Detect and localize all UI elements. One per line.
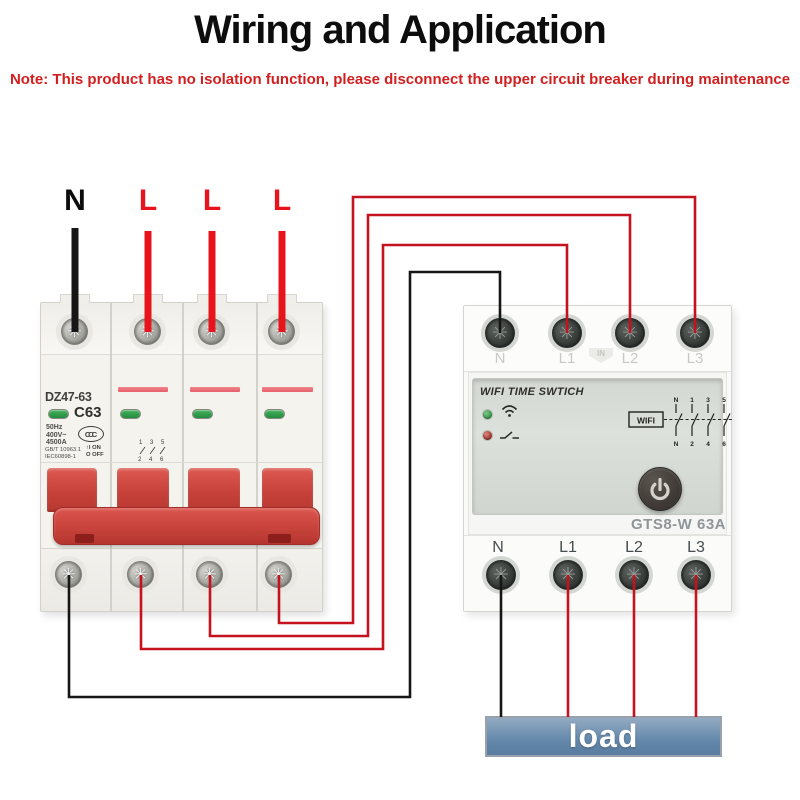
- pole-numbering-schematic: 1 3 5 2 4 6: [138, 440, 167, 463]
- ccc-cert-logo: CCC: [78, 426, 104, 442]
- terminal-label-bottom-l1: L1: [559, 539, 577, 556]
- terminal-screw: [61, 318, 88, 345]
- terminal-label-bottom-n: N: [492, 539, 504, 556]
- indicator-window: [264, 409, 285, 419]
- power-icon: [650, 477, 670, 501]
- indicator-window: [120, 409, 141, 419]
- terminal-screw: [681, 560, 711, 590]
- svg-text:WIFI: WIFI: [637, 416, 655, 426]
- terminal-screw: [265, 561, 292, 588]
- svg-text:5: 5: [722, 397, 726, 404]
- wifi-icon: [501, 405, 518, 417]
- spec-line: 400V~: [46, 431, 67, 439]
- toggle-lever: [117, 468, 169, 512]
- pole-switch-strokes: [139, 446, 166, 455]
- pole-stripe: [262, 387, 313, 392]
- terminal-label-top-l1: L1: [558, 350, 576, 367]
- standard-line: GB/T 10963.1: [45, 447, 81, 453]
- wiring-schematic: WIFI N 1 3 5 N 2 4 6: [628, 397, 732, 448]
- svg-text:N: N: [674, 441, 679, 448]
- svg-text:N: N: [674, 397, 679, 404]
- feed-label-live-3: L: [272, 184, 292, 217]
- svg-text:4: 4: [706, 441, 710, 448]
- toggle-lever: [188, 468, 240, 512]
- spec-line: 50Hz: [46, 424, 63, 431]
- indicator-window: [48, 409, 69, 419]
- terminal-screw: [485, 318, 515, 348]
- terminal-screw: [615, 318, 645, 348]
- feed-label-neutral: N: [64, 184, 86, 217]
- toggle-lever: [47, 468, 97, 512]
- power-button: [638, 467, 682, 511]
- terminal-screw: [268, 318, 295, 345]
- breaker-model-label: DZ47-63: [45, 390, 92, 404]
- relay-status-led: [483, 431, 492, 440]
- panel-title: WIFI TIME SWTICH: [480, 386, 584, 398]
- pole-stripe: [190, 387, 240, 392]
- on-off-marks: ↑I ON O OFF: [86, 445, 104, 458]
- svg-text:3: 3: [706, 397, 710, 404]
- page-title: Wiring and Application: [194, 8, 607, 52]
- terminal-label-top-n: N: [494, 350, 506, 367]
- load-label: load: [568, 718, 639, 754]
- terminal-screw: [552, 318, 582, 348]
- terminal-label-top-l2: L2: [621, 350, 639, 367]
- terminal-screw: [198, 318, 225, 345]
- terminal-label-top-l3: L3: [686, 350, 704, 367]
- svg-text:2: 2: [690, 441, 694, 448]
- feed-label-live-1: L: [138, 184, 158, 217]
- pole-separator: [182, 303, 184, 611]
- svg-text:1: 1: [690, 397, 694, 404]
- breaker-standards: GB/T 10963.1 IEC60898-1: [45, 447, 81, 461]
- terminal-screw: [553, 560, 583, 590]
- breaker-specs: 50Hz 400V~ 4500A: [46, 424, 67, 447]
- feed-label-live-2: L: [202, 184, 222, 217]
- terminal-screw: [486, 560, 516, 590]
- pole-stripe: [118, 387, 168, 392]
- terminal-screw: [127, 561, 154, 588]
- terminal-screw: [619, 560, 649, 590]
- terminal-screw: [134, 318, 161, 345]
- pole-separator: [110, 303, 112, 611]
- terminal-screw: [196, 561, 223, 588]
- indicator-window: [192, 409, 213, 419]
- svg-text:1 3 5: 1 3 5: [139, 440, 167, 446]
- svg-text:6: 6: [722, 441, 726, 448]
- breaker-crease: [41, 462, 322, 463]
- standard-line: IEC60898-1: [45, 454, 76, 460]
- spec-line: 4500A: [46, 439, 67, 446]
- terminal-label-bottom-l2: L2: [625, 539, 643, 556]
- toggle-lever: [262, 468, 313, 512]
- svg-text:2 4 6: 2 4 6: [138, 457, 166, 463]
- note-text: Note: This product has no isolation func…: [9, 71, 791, 88]
- terminal-screw: [55, 561, 82, 588]
- wifi-status-led: [483, 410, 492, 419]
- pole-separator: [256, 303, 258, 611]
- toggle-bar-slot: [268, 534, 291, 543]
- toggle-bar-slot: [75, 534, 94, 543]
- terminal-screw: [680, 318, 710, 348]
- terminal-label-bottom-l3: L3: [687, 539, 705, 556]
- switch-contact-icon: [500, 431, 519, 439]
- load-bar: load: [485, 716, 722, 757]
- switch-model-badge: GTS8-W 63A: [630, 516, 726, 533]
- breaker-rating-label: C63: [74, 404, 102, 421]
